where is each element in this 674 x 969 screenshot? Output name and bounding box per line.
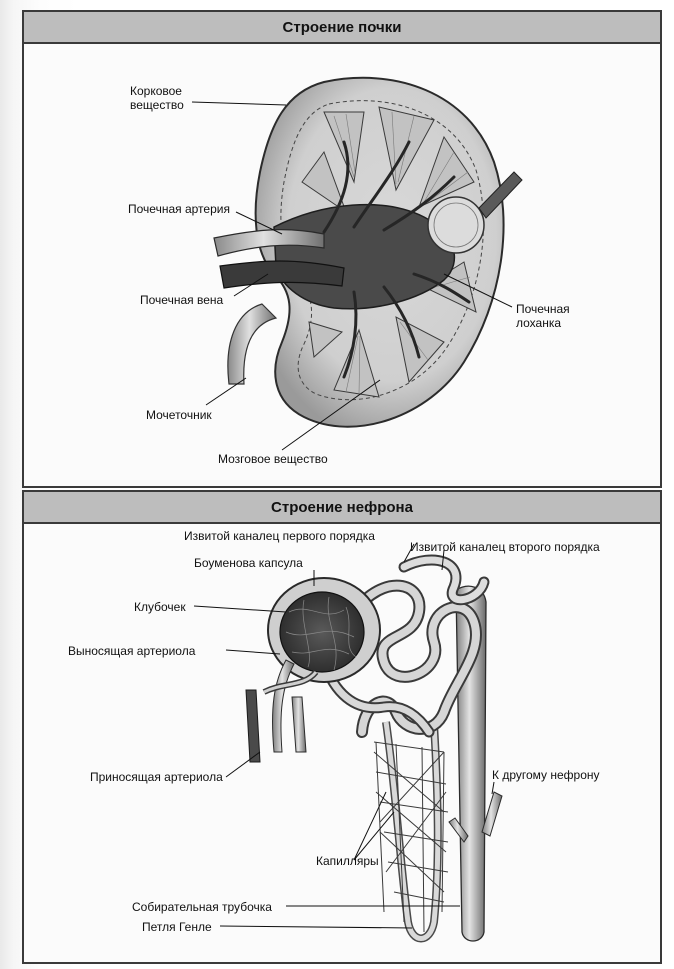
capillary-network (373, 741, 449, 933)
label-glomerulus: Клубочек (134, 600, 186, 614)
label-capillaries: Капилляры (316, 854, 379, 868)
label-proximal-tubule: Извитой каналец первого порядка (184, 529, 375, 543)
efferent-arteriole (272, 659, 295, 753)
label-pelvis-line1: Почечная (516, 302, 570, 316)
label-renal-pelvis: Почечная лоханка (516, 302, 570, 330)
label-cortex-line2: вещество (130, 98, 184, 112)
kidney-illustration (191, 76, 523, 451)
label-pelvis-line2: лоханка (516, 316, 562, 330)
label-renal-artery: Почечная артерия (128, 202, 230, 216)
kidney-panel-title: Строение почки (24, 12, 660, 44)
upper-vessel (478, 171, 523, 219)
renal-vessel-branches (322, 140, 471, 379)
renal-vein-vessel (219, 260, 345, 289)
cortex-inner-boundary (280, 100, 484, 401)
kidney-structure-panel: Строение почки (22, 10, 662, 488)
label-ureter: Мочеточник (146, 408, 212, 422)
label-cortex-line1: Корковое (130, 84, 182, 98)
label-loop-of-henle: Петля Генле (142, 920, 212, 934)
nephron-structure-panel: Строение нефрона (22, 490, 662, 964)
afferent-arteriole (245, 689, 261, 763)
calyx-circle (427, 196, 485, 254)
label-renal-vein: Почечная вена (140, 293, 224, 307)
label-collecting-duct: Собирательная трубочка (132, 900, 272, 914)
label-medulla: Мозговое вещество (218, 452, 328, 466)
label-cortex: Корковое вещество (130, 84, 184, 112)
ureter-tube (227, 303, 278, 385)
label-to-other-nephron: К другому нефрону (492, 768, 600, 782)
branch-to-other-nephron (481, 791, 503, 837)
nephron-illustration (193, 543, 503, 943)
nephron-panel-title: Строение нефрона (24, 492, 660, 524)
label-distal-tubule: Извитой каналец второго порядка (410, 540, 600, 554)
convoluted-tubules (318, 554, 490, 738)
label-efferent-arteriole: Выносящая артериола (68, 644, 196, 658)
renal-artery-vessel (213, 229, 325, 257)
label-afferent-arteriole: Приносящая артериола (90, 770, 223, 784)
label-bowman-capsule: Боуменова капсула (194, 556, 303, 570)
